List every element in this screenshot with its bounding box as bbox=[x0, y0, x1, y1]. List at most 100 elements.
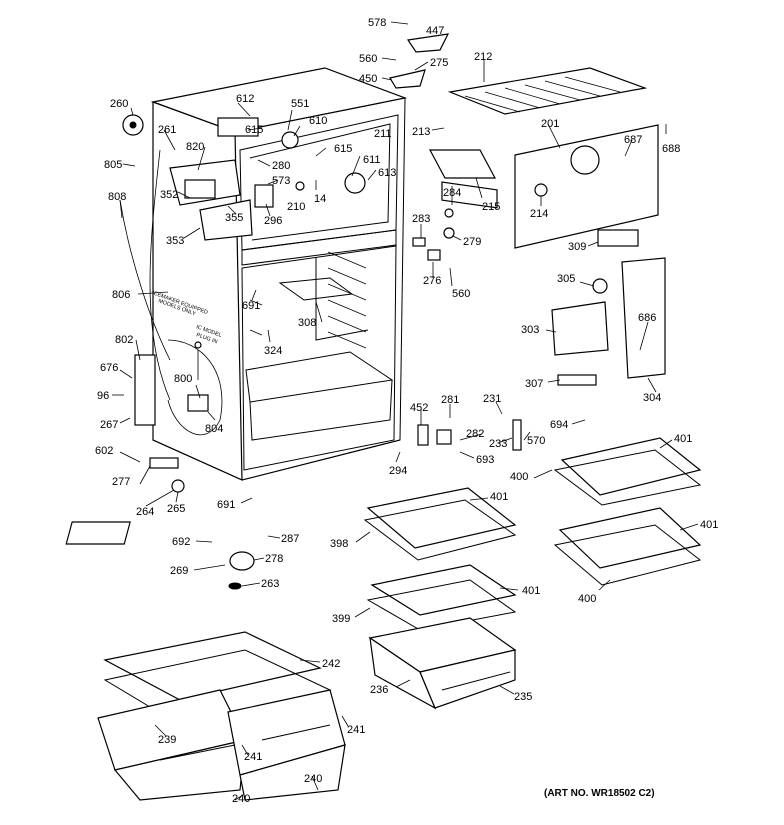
part-label-353: 353 bbox=[166, 235, 184, 247]
part-label-613: 613 bbox=[378, 167, 396, 179]
top-hinge-covers bbox=[389, 33, 450, 89]
part-label-610: 610 bbox=[309, 115, 327, 127]
part-label-235: 235 bbox=[514, 691, 532, 703]
part-label-611: 611 bbox=[363, 154, 381, 166]
part-label-615b: 615 bbox=[334, 143, 352, 155]
part-label-305: 305 bbox=[557, 273, 575, 285]
part-label-688: 688 bbox=[662, 143, 680, 155]
part-label-398: 398 bbox=[330, 538, 348, 550]
part-label-281: 281 bbox=[441, 394, 459, 406]
part-label-602: 602 bbox=[95, 445, 113, 457]
part-label-280: 280 bbox=[272, 160, 290, 172]
part-label-276: 276 bbox=[423, 275, 441, 287]
part-label-352: 352 bbox=[160, 189, 178, 201]
part-label-303: 303 bbox=[521, 324, 539, 336]
part-label-400b: 400 bbox=[578, 593, 596, 605]
part-label-686: 686 bbox=[638, 312, 656, 324]
part-label-264: 264 bbox=[136, 506, 154, 518]
part-label-231: 231 bbox=[483, 393, 501, 405]
part-label-676: 676 bbox=[100, 362, 118, 374]
part-label-267: 267 bbox=[100, 419, 118, 431]
part-label-447: 447 bbox=[426, 25, 444, 37]
ice-tray-parts bbox=[428, 149, 498, 209]
part-label-214: 214 bbox=[530, 208, 548, 220]
leader-lines bbox=[112, 21, 699, 801]
hinge-parts bbox=[65, 419, 522, 590]
part-label-296: 296 bbox=[264, 215, 282, 227]
part-label-800: 800 bbox=[174, 373, 192, 385]
part-label-693: 693 bbox=[476, 454, 494, 466]
part-label-309: 309 bbox=[568, 241, 586, 253]
part-label-240b: 240 bbox=[232, 793, 250, 805]
part-label-210: 210 bbox=[287, 201, 305, 213]
glass-shelf-center-lower bbox=[366, 564, 517, 631]
part-label-233: 233 bbox=[489, 438, 507, 450]
freezer-wire-shelf bbox=[447, 67, 648, 115]
part-label-804: 804 bbox=[205, 423, 223, 435]
door-shelf-parts-right bbox=[551, 257, 666, 386]
part-label-570: 570 bbox=[527, 435, 545, 447]
glass-shelf-center-upper bbox=[363, 487, 517, 561]
part-label-401c: 401 bbox=[700, 519, 718, 531]
art-number: (ART NO. WR18502 C2) bbox=[544, 788, 655, 799]
part-label-240a: 240 bbox=[304, 773, 322, 785]
crisper-pans bbox=[97, 631, 346, 801]
part-label-211: 211 bbox=[374, 128, 392, 140]
part-label-279: 279 bbox=[463, 236, 481, 248]
part-label-615a: 615 bbox=[245, 124, 263, 136]
part-label-452: 452 bbox=[410, 402, 428, 414]
cabinet-body bbox=[150, 67, 408, 481]
part-label-14: 14 bbox=[314, 193, 326, 205]
part-label-263: 263 bbox=[261, 578, 279, 590]
part-label-287: 287 bbox=[281, 533, 299, 545]
part-label-355: 355 bbox=[225, 212, 243, 224]
part-label-560: 560 bbox=[359, 53, 377, 65]
evaporator-cover bbox=[514, 124, 659, 249]
part-label-692: 692 bbox=[172, 536, 190, 548]
part-label-551: 551 bbox=[291, 98, 309, 110]
part-label-269: 269 bbox=[170, 565, 188, 577]
part-label-241a: 241 bbox=[347, 724, 365, 736]
part-label-284: 284 bbox=[443, 187, 461, 199]
part-label-201: 201 bbox=[541, 118, 559, 130]
part-label-401d: 401 bbox=[522, 585, 540, 597]
part-label-213: 213 bbox=[412, 126, 430, 138]
part-label-687: 687 bbox=[624, 134, 642, 146]
part-label-283: 283 bbox=[412, 213, 430, 225]
part-label-242: 242 bbox=[322, 658, 340, 670]
part-label-261: 261 bbox=[158, 124, 176, 136]
part-label-96: 96 bbox=[97, 390, 109, 402]
part-label-278: 278 bbox=[265, 553, 283, 565]
meat-pan-drawer bbox=[368, 617, 517, 710]
part-label-694: 694 bbox=[550, 419, 568, 431]
part-label-277: 277 bbox=[112, 476, 130, 488]
part-label-820: 820 bbox=[186, 141, 204, 153]
part-label-806: 806 bbox=[112, 289, 130, 301]
part-label-294: 294 bbox=[389, 465, 407, 477]
part-label-401b: 401 bbox=[490, 491, 508, 503]
part-label-215: 215 bbox=[482, 201, 500, 213]
part-label-239: 239 bbox=[158, 734, 176, 746]
part-label-265: 265 bbox=[167, 503, 185, 515]
part-label-401a: 401 bbox=[674, 433, 692, 445]
part-label-560b: 560 bbox=[452, 288, 470, 300]
part-label-260: 260 bbox=[110, 98, 128, 110]
part-label-282: 282 bbox=[466, 428, 484, 440]
part-label-400a: 400 bbox=[510, 471, 528, 483]
part-label-802: 802 bbox=[115, 334, 133, 346]
part-label-308: 308 bbox=[298, 317, 316, 329]
part-label-691a: 691 bbox=[242, 300, 260, 312]
part-label-450: 450 bbox=[359, 73, 377, 85]
part-label-275: 275 bbox=[430, 57, 448, 69]
part-number-labels: 578 447 560 275 450 212 260 612 551 610 … bbox=[95, 17, 718, 805]
part-label-241b: 241 bbox=[244, 751, 262, 763]
part-label-236: 236 bbox=[370, 684, 388, 696]
part-label-399: 399 bbox=[332, 613, 350, 625]
part-label-304: 304 bbox=[643, 392, 661, 404]
glass-shelf-right-upper bbox=[553, 437, 702, 506]
part-label-805: 805 bbox=[104, 159, 122, 171]
control-parts-right bbox=[412, 208, 608, 294]
part-label-573: 573 bbox=[272, 175, 290, 187]
freezer-controls bbox=[122, 114, 366, 241]
part-label-212: 212 bbox=[474, 51, 492, 63]
